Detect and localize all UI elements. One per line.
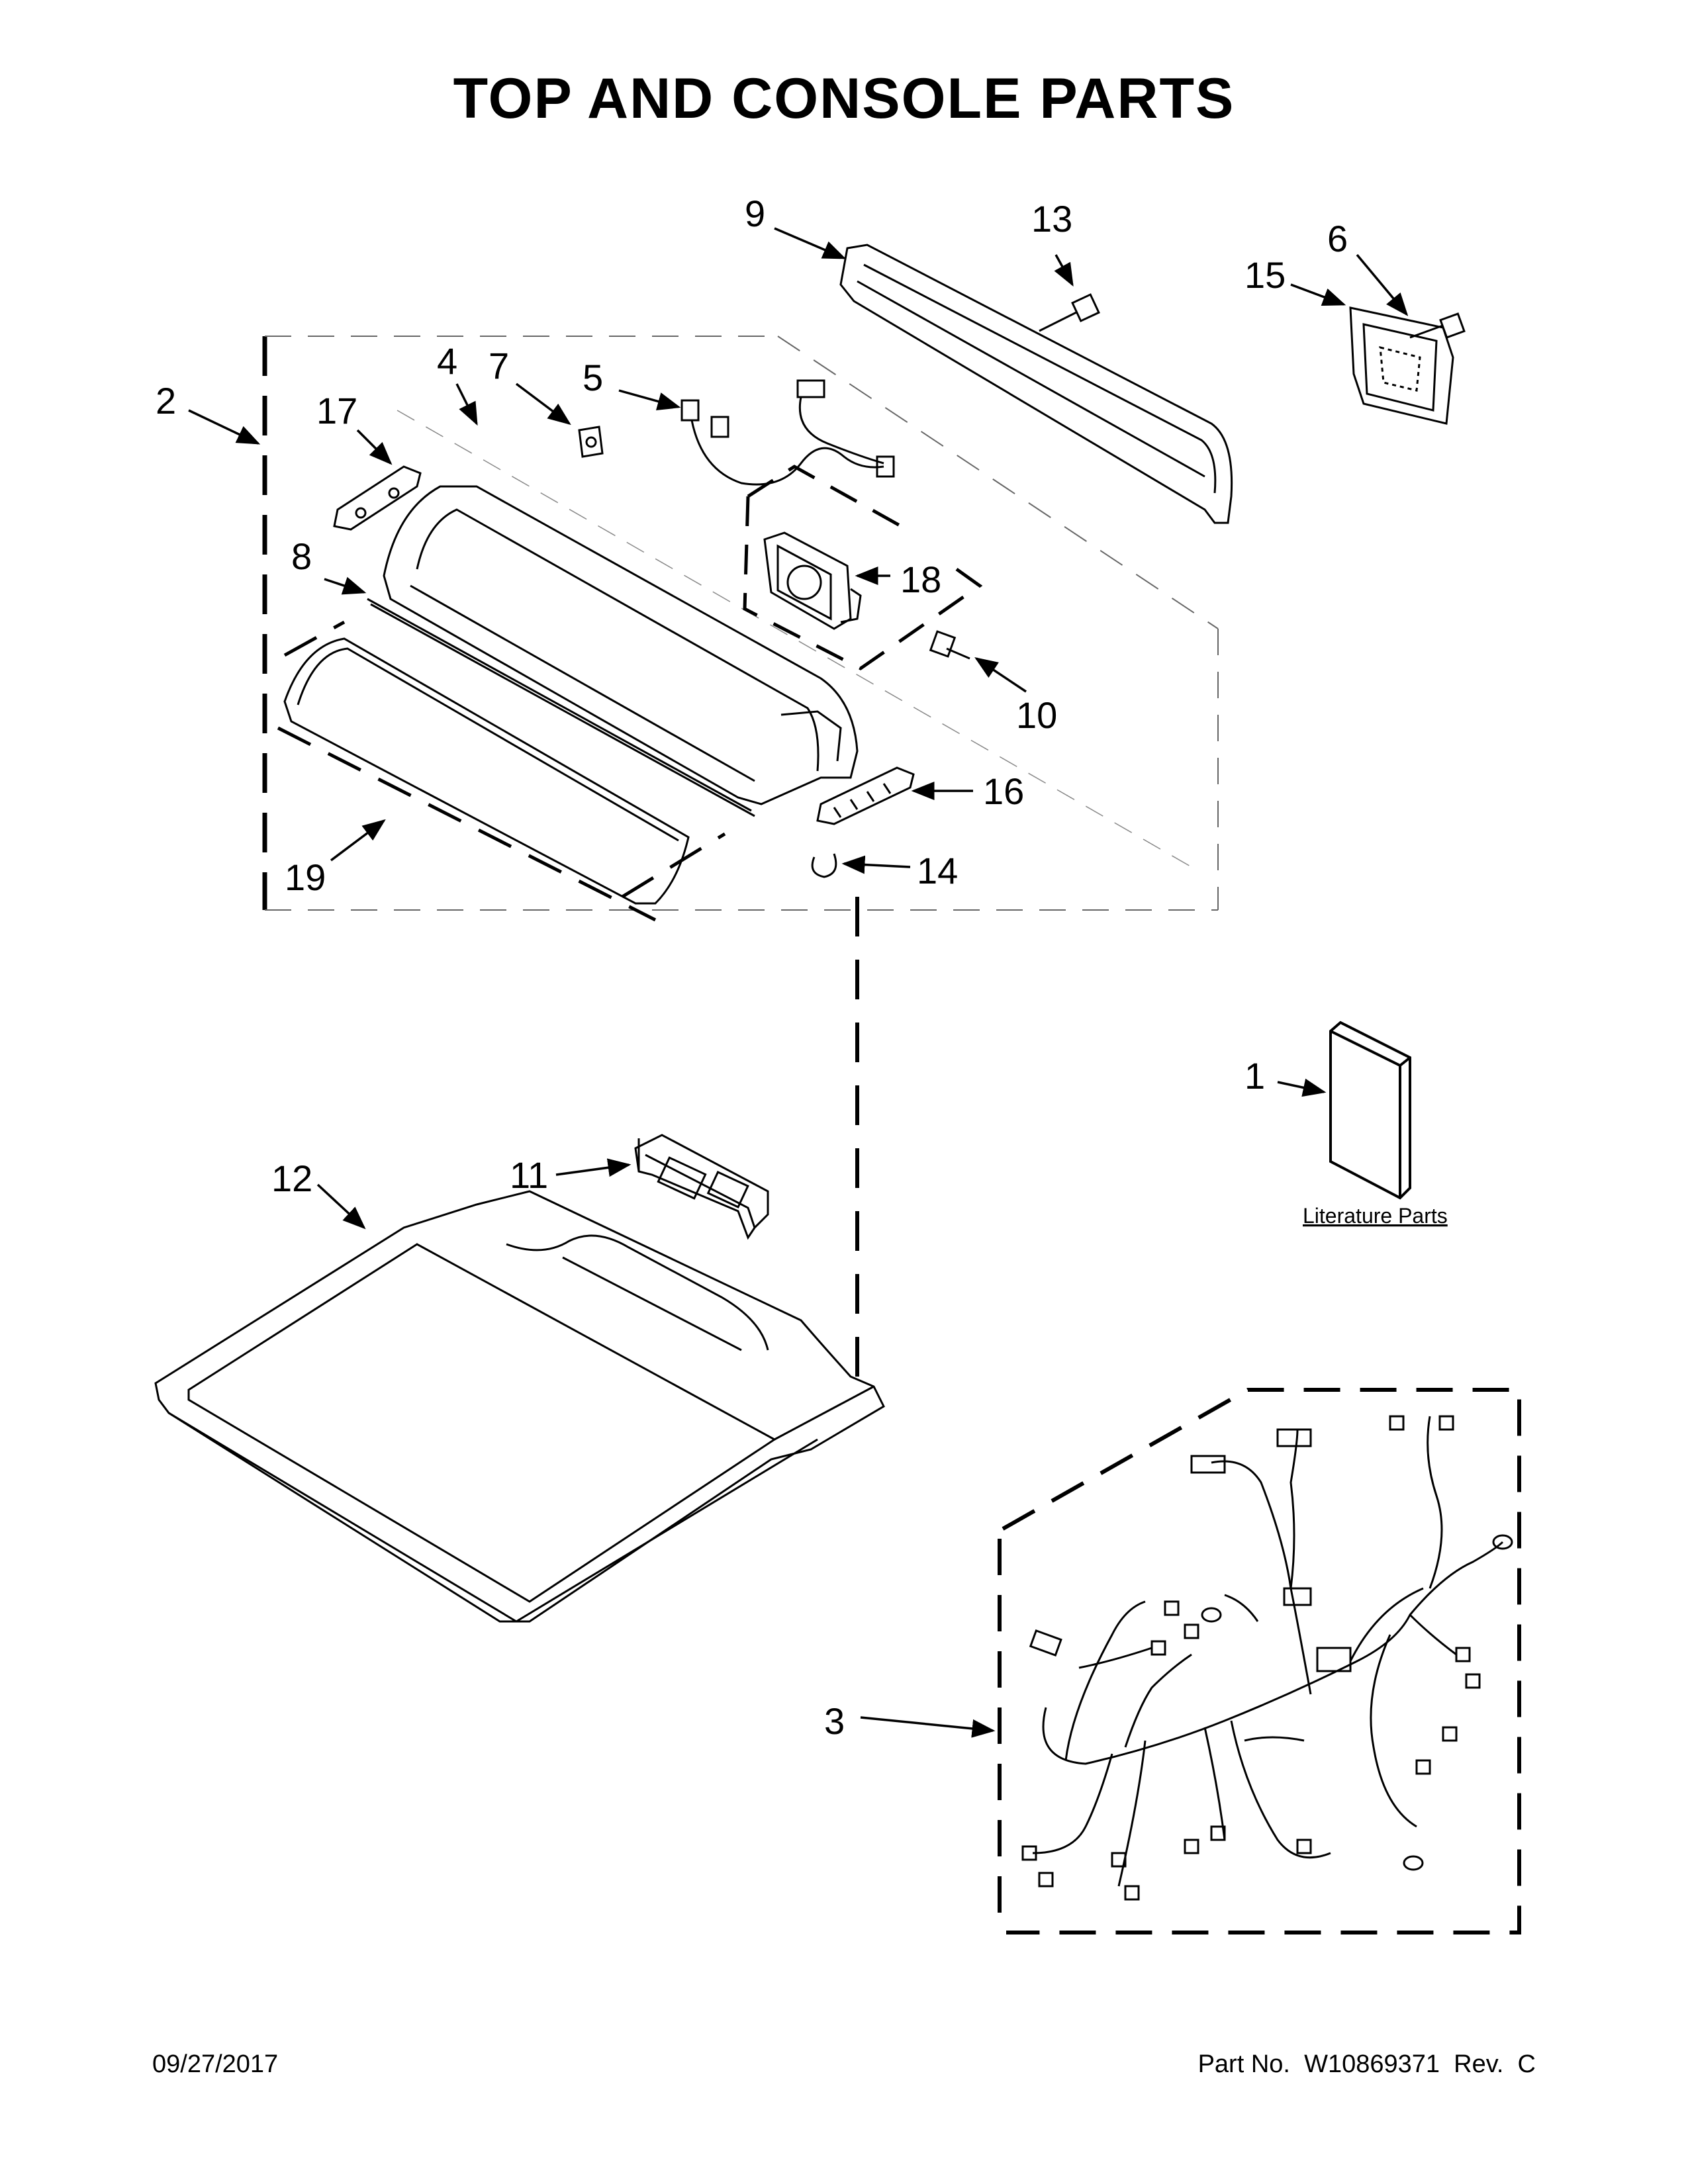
part-16-hinge-bracket	[816, 766, 915, 825]
part-10-screw	[929, 630, 970, 660]
part-1-literature-booklet	[1329, 1021, 1411, 1200]
callout-14: 14	[917, 850, 958, 891]
callout-2: 2	[156, 380, 176, 422]
callout-12: 12	[271, 1158, 312, 1199]
callout-15: 15	[1244, 254, 1286, 296]
part-14-clip	[811, 853, 837, 878]
part-17-switch-bracket	[333, 465, 422, 531]
callout-5: 5	[583, 357, 603, 398]
callout-11: 11	[510, 1154, 548, 1196]
part-18-boundary	[743, 465, 983, 670]
part-7-clip	[578, 426, 604, 458]
leader-arrows	[188, 227, 1409, 1738]
callout-7: 7	[489, 345, 509, 387]
footer-part-number: Part No. W10869371 Rev. C	[1197, 2050, 1536, 2078]
callout-numbers: 9 13 6 15 2 17 4 7 5 8 18 10 16 14 19 11…	[156, 193, 1448, 1742]
callout-18: 18	[900, 559, 941, 600]
part-11-control-board	[634, 1134, 769, 1240]
part-8-trim-strip	[367, 598, 755, 817]
callout-10: 10	[1016, 694, 1057, 736]
part-4-console-housing	[383, 485, 859, 805]
callout-8: 8	[291, 535, 312, 577]
part-5-wire-harness	[680, 379, 895, 486]
part-9-rear-bezel	[839, 244, 1233, 524]
callout-3: 3	[824, 1700, 845, 1742]
part-3-harness-boundary	[998, 1388, 1521, 1934]
literature-parts-label: Literature Parts	[1303, 1204, 1448, 1228]
part-13-screw	[1039, 293, 1100, 332]
callout-13: 13	[1031, 198, 1072, 240]
callout-16: 16	[983, 770, 1024, 812]
part-19-boundary	[277, 620, 726, 922]
part-12-top-panel	[154, 1190, 885, 1623]
callout-9: 9	[745, 193, 765, 234]
callout-1: 1	[1244, 1055, 1265, 1097]
part-15-mounting-bracket	[1349, 306, 1454, 425]
footer-date: 09/27/2017	[152, 2050, 279, 2078]
console-assembly-boundary	[262, 336, 1219, 911]
part-19-console-lens	[283, 637, 690, 905]
callout-17: 17	[316, 390, 357, 432]
page-title: TOP AND CONSOLE PARTS	[453, 67, 1235, 130]
callout-19: 19	[285, 856, 326, 898]
part-18-control-module	[763, 531, 862, 630]
part-3-main-wire-harness	[1021, 1415, 1513, 1901]
callout-6: 6	[1327, 218, 1348, 259]
part-6-screw	[1409, 312, 1466, 339]
callout-4: 4	[437, 340, 457, 382]
